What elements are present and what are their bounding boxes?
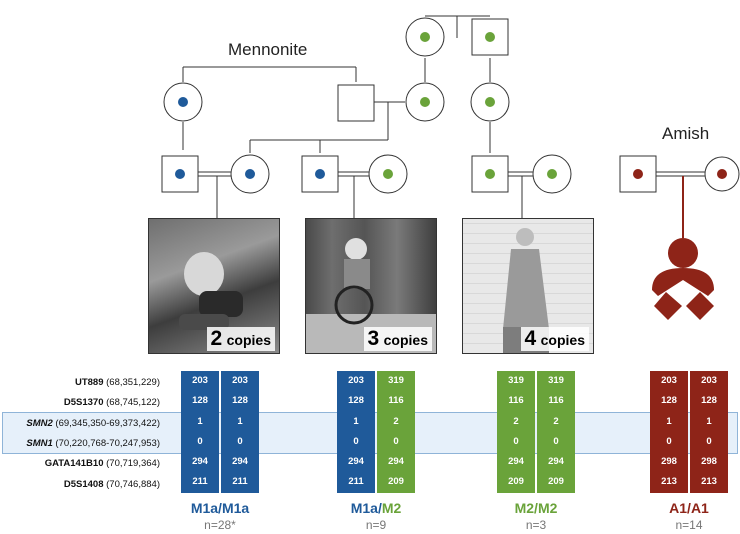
haplotype-cell: 203 (192, 375, 208, 386)
haplotype-cell: 0 (197, 435, 203, 447)
haplotype-label: M1a/M2 (350, 500, 402, 516)
haplotype-cell: 209 (508, 476, 524, 488)
copies-label: 2 copies (206, 327, 275, 351)
haplotype-count: n=28* (204, 518, 236, 532)
haplotype-cell: 116 (388, 395, 404, 407)
haplotype-column: 203 128 1 0 298 213 (650, 371, 688, 493)
haplotype-cell: 298 (701, 456, 717, 468)
haplotype-cell: 0 (393, 435, 399, 447)
haplotype-cell: 0 (706, 435, 712, 447)
photo-2-copies: 2 copies (148, 218, 280, 354)
haplotype-cell: 2 (393, 415, 399, 427)
haplotype-column: 203 128 1 0 294 211 (337, 371, 375, 493)
haplotype-cell: 128 (232, 395, 248, 407)
haplotype-cell: 1 (706, 415, 712, 427)
mennonite-label: Mennonite (228, 40, 308, 59)
marker-label-gata141b10: GATA141B10 (70,719,364) (44, 458, 160, 469)
photo-4-copies: 4 copies (462, 218, 594, 354)
haplotype-cell: 294 (232, 456, 248, 468)
haplotype-cell: 294 (388, 456, 404, 468)
haplotype-count: n=9 (365, 518, 387, 532)
haplotype-cell: 213 (701, 476, 717, 488)
haplotype-column: 319 116 2 0 294 209 (377, 371, 415, 493)
photo-3-copies: 3 copies (305, 218, 437, 354)
haplotype-column: 203 128 1 0 294 211 (221, 371, 259, 493)
haplotype-cell: 294 (548, 456, 564, 468)
haplotype-cell: 0 (513, 435, 519, 447)
haplotype-cell: 116 (508, 395, 524, 407)
baby-icon (652, 238, 714, 320)
male-symbol (337, 84, 375, 122)
haplotype-column: 203 128 1 0 294 211 (181, 371, 219, 493)
haplotype-cell: 294 (348, 456, 364, 468)
haplotype-cell: 128 (348, 395, 364, 407)
haplotype-cell: 209 (548, 476, 564, 488)
haplotype-cell: 203 (232, 375, 248, 386)
haplotype-cell: 128 (701, 395, 717, 407)
haplotype-cell: 211 (232, 476, 248, 488)
haplotype-cell: 203 (701, 375, 717, 386)
haplotype-cell: 1 (237, 415, 243, 427)
haplotype-cell: 209 (388, 476, 404, 488)
haplotype-cell: 294 (192, 456, 208, 468)
haplotype-cell: 0 (666, 435, 672, 447)
haplotype-cell: 1 (666, 415, 672, 427)
marker-label-smn2: SMN2 (69,345,350-69,373,422) (26, 418, 160, 429)
haplotype-cell: 116 (548, 395, 564, 407)
haplotype-cell: 294 (508, 456, 524, 468)
haplotype-label: M1a/M1a (190, 500, 250, 516)
haplotype-cell: 128 (661, 395, 677, 407)
haplotype-cell: 203 (348, 375, 364, 386)
haplotype-cell: 211 (348, 476, 364, 488)
haplotype-column: 319 116 2 0 294 209 (537, 371, 575, 493)
infant-photo-illustration (179, 252, 243, 330)
marker-label-ut889: UT889 (68,351,229) (74, 377, 160, 388)
haplotype-cell: 319 (548, 375, 564, 386)
marker-label-d5s1408: D5S1408 (70,746,884) (63, 479, 160, 490)
haplotype-cell: 203 (661, 375, 677, 386)
marker-label-d5s1370: D5S1370 (68,745,122) (63, 397, 160, 408)
haplotype-column: 319 116 2 0 294 209 (497, 371, 535, 493)
haplotype-cell: 0 (553, 435, 559, 447)
marker-label-smn1: SMN1 (70,220,768-70,247,953) (26, 438, 160, 449)
haplotype-cell: 128 (192, 395, 208, 407)
haplotype-cell: 2 (513, 415, 519, 427)
haplotype-count: n=3 (525, 518, 547, 532)
haplotype-label: A1/A1 (669, 500, 709, 516)
copies-label: 3 copies (363, 327, 432, 351)
haplotype-count: n=14 (675, 518, 703, 532)
haplotype-label: M2/M2 (514, 500, 558, 516)
haplotype-cell: 213 (661, 476, 677, 488)
amish-label: Amish (662, 124, 710, 143)
haplotype-cell: 319 (508, 375, 524, 386)
haplotype-cell: 0 (353, 435, 359, 447)
haplotype-cell: 0 (237, 435, 243, 447)
haplotype-column: 203 128 1 0 298 213 (690, 371, 728, 493)
haplotype-cell: 1 (353, 415, 359, 427)
haplotype-cell: 2 (553, 415, 559, 427)
copies-label: 4 copies (520, 327, 589, 351)
haplotype-cell: 211 (192, 476, 208, 488)
haplotype-cell: 298 (661, 456, 677, 468)
haplotype-cell: 319 (388, 375, 404, 386)
haplotype-cell: 1 (197, 415, 203, 427)
